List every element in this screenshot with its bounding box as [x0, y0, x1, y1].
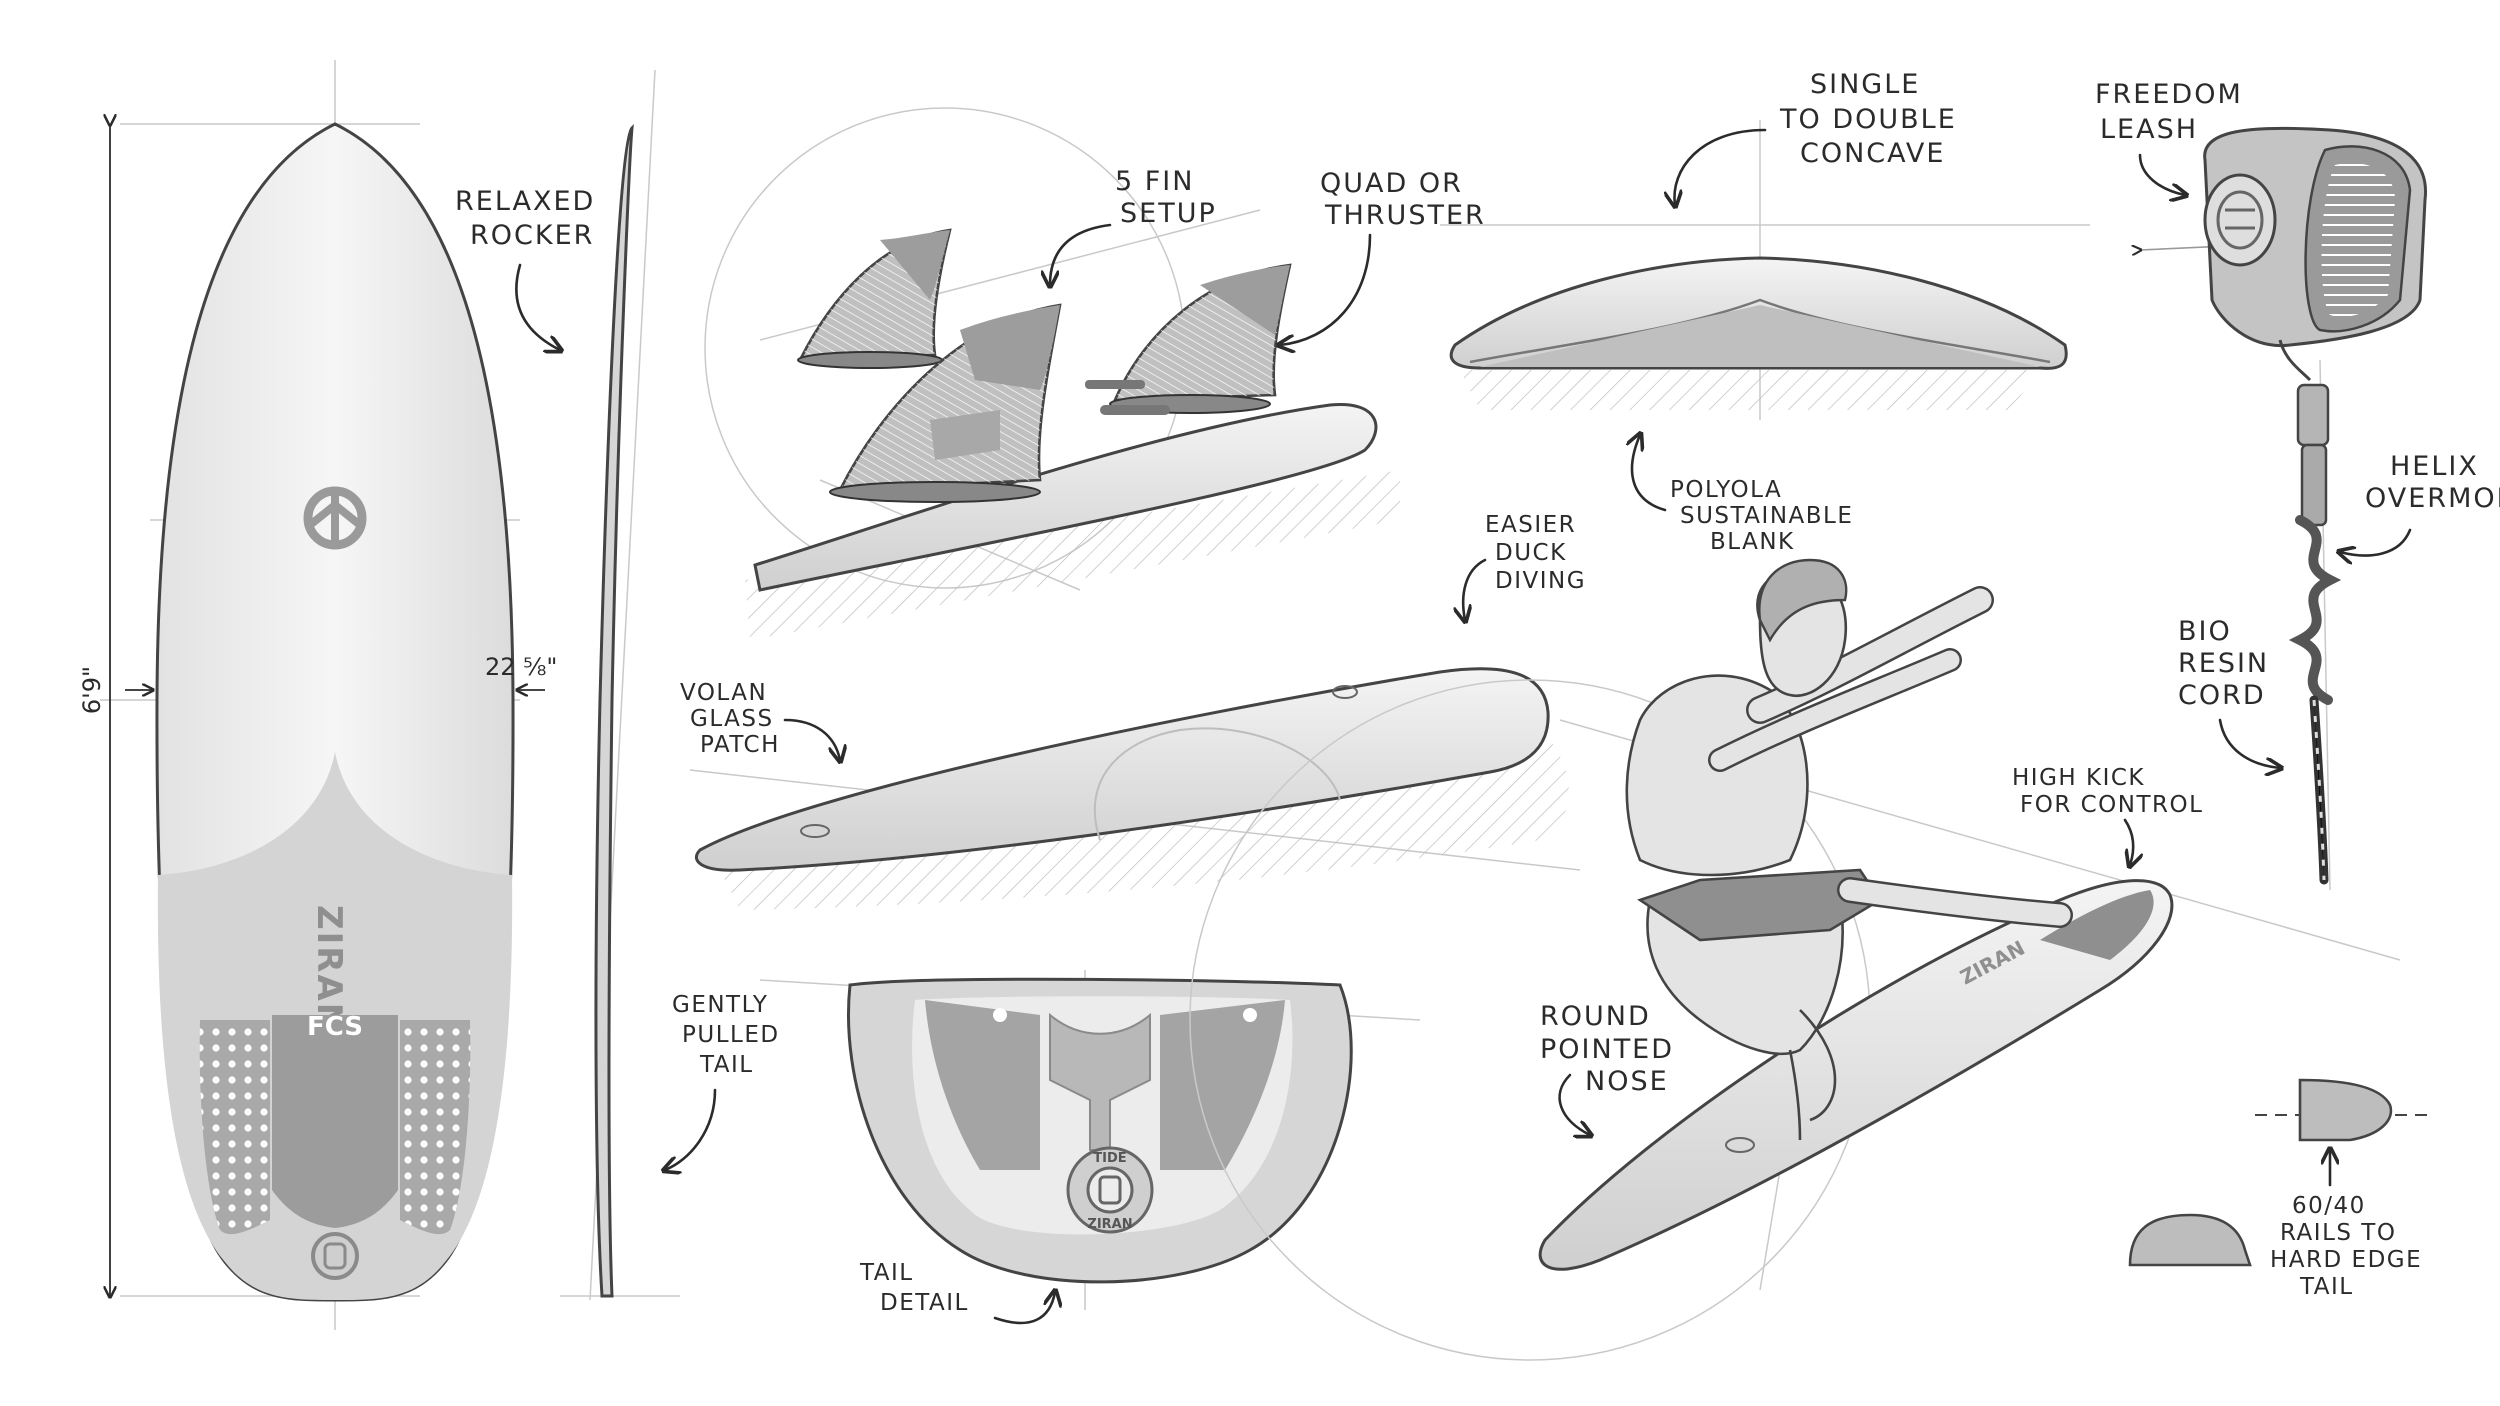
label-tail-detail: TAIL DETAIL: [859, 1260, 1055, 1325]
traction-pad: FCS: [199, 1012, 471, 1235]
label-duck-diving: EASIER DUCK DIVING: [1463, 512, 1586, 620]
label-polyola: POLYOLA SUSTAINABLE BLANK: [1632, 435, 1853, 555]
svg-text:TO DOUBLE: TO DOUBLE: [1779, 104, 1957, 135]
svg-text:FOR CONTROL: FOR CONTROL: [2020, 792, 2203, 818]
svg-text:60/40: 60/40: [2292, 1193, 2366, 1219]
fin-rear-left: [797, 228, 952, 369]
surfer-illustration: ZIRAN HIGH KICK FOR CONTROL ROUND POINTE…: [1189, 558, 2401, 1361]
wave-badge-icon: TIDE ZIRAN: [1066, 1146, 1154, 1234]
svg-text:NOSE: NOSE: [1585, 1066, 1669, 1097]
svg-text:BLANK: BLANK: [1710, 529, 1795, 555]
svg-text:EASIER: EASIER: [1485, 512, 1576, 538]
svg-text:QUAD OR: QUAD OR: [1320, 168, 1463, 199]
fin-setup-detail: 5 FIN SETUP QUAD OR THRUSTER: [704, 107, 1486, 640]
label-rails: 60/40 RAILS TO HARD EDGE TAIL: [2270, 1193, 2422, 1300]
ring-logo-icon: [311, 1232, 359, 1280]
svg-text:LEASH: LEASH: [2100, 114, 2198, 145]
board-brand-text: ZIRAN: [309, 905, 349, 1033]
fin-front-center: [829, 303, 1062, 503]
tail-detail: TIDE ZIRAN GENTLY PULLED TAIL TAIL DETAI…: [665, 970, 1421, 1325]
svg-text:TAIL: TAIL: [699, 1052, 754, 1078]
svg-text:OVERMOLD: OVERMOLD: [2365, 483, 2500, 514]
svg-text:GENTLY: GENTLY: [672, 992, 768, 1018]
label-concave: SINGLE TO DOUBLE CONCAVE: [1674, 69, 1957, 205]
svg-text:RELAXED: RELAXED: [455, 186, 595, 217]
svg-text:RESIN: RESIN: [2178, 648, 2269, 679]
three-arrow-logo-icon: [303, 486, 367, 550]
label-helix: HELIX OVERMOLD: [2340, 451, 2500, 556]
length-dimension: 6'9": [78, 666, 106, 714]
fin-brand-text: FCS: [307, 1012, 363, 1042]
label-gently-pulled: GENTLY PULLED TAIL: [665, 992, 780, 1170]
svg-text:ROCKER: ROCKER: [470, 220, 594, 251]
label-five-fin: 5 FIN SETUP: [1050, 166, 1217, 285]
board-top-view: ZIRAN FCS 6'9" 22 ⅝": [78, 60, 557, 1330]
svg-text:DUCK: DUCK: [1495, 540, 1567, 566]
board-perspective: EASIER DUCK DIVING VOLAN GLASS PATCH: [680, 512, 1586, 910]
svg-text:RAILS TO: RAILS TO: [2280, 1220, 2396, 1246]
width-dimension: 22 ⅝": [485, 653, 557, 681]
surfer-figure: [1625, 558, 2073, 1141]
svg-text:HIGH KICK: HIGH KICK: [2012, 765, 2145, 791]
svg-text:GLASS: GLASS: [690, 706, 774, 732]
svg-text:VOLAN: VOLAN: [680, 680, 767, 706]
svg-text:HELIX: HELIX: [2390, 451, 2479, 482]
badge-bottom-text: ZIRAN: [1087, 1217, 1132, 1232]
svg-text:POINTED: POINTED: [1540, 1034, 1674, 1065]
svg-text:POLYOLA: POLYOLA: [1670, 477, 1782, 503]
svg-text:5 FIN: 5 FIN: [1115, 166, 1194, 197]
leash-cuff: [2203, 126, 2428, 382]
svg-text:PATCH: PATCH: [700, 732, 780, 758]
board-side-profile: RELAXED ROCKER: [455, 69, 680, 1301]
svg-text:CONCAVE: CONCAVE: [1800, 138, 1945, 169]
label-bio-resin: BIO RESIN CORD: [2178, 616, 2280, 768]
svg-text:HARD EDGE: HARD EDGE: [2270, 1247, 2422, 1273]
label-relaxed-rocker: RELAXED ROCKER: [455, 186, 595, 350]
svg-text:TAIL: TAIL: [859, 1260, 914, 1286]
badge-top-text: TIDE: [1093, 1151, 1126, 1166]
svg-text:TAIL: TAIL: [2299, 1274, 2354, 1300]
svg-text:BIO: BIO: [2178, 616, 2232, 647]
svg-text:THRUSTER: THRUSTER: [1324, 200, 1486, 231]
leash-cord: [2288, 383, 2342, 885]
svg-text:PULLED: PULLED: [682, 1022, 780, 1048]
label-quad-thruster: QUAD OR THRUSTER: [1280, 168, 1486, 345]
svg-text:SUSTAINABLE: SUSTAINABLE: [1680, 503, 1853, 529]
surf-board-action: ZIRAN: [1538, 879, 2174, 1271]
label-freedom-leash: FREEDOM LEASH: [2095, 79, 2243, 195]
leash-detail: FREEDOM LEASH HELIX OVERMOLD BIO RESIN C…: [2095, 79, 2500, 891]
fin-rear-right: [1109, 263, 1292, 414]
svg-text:FREEDOM: FREEDOM: [2095, 79, 2243, 110]
label-volan: VOLAN GLASS PATCH: [680, 680, 840, 760]
svg-text:CORD: CORD: [2178, 680, 2266, 711]
svg-text:DETAIL: DETAIL: [880, 1290, 969, 1316]
label-high-kick: HIGH KICK FOR CONTROL: [2012, 765, 2203, 865]
concave-detail: SINGLE TO DOUBLE CONCAVE POLYOLA SUSTAIN…: [1440, 69, 2090, 555]
label-round-nose: ROUND POINTED NOSE: [1540, 1001, 1674, 1135]
rails-detail: 60/40 RAILS TO HARD EDGE TAIL: [2128, 1078, 2430, 1300]
svg-text:SINGLE: SINGLE: [1810, 69, 1920, 100]
svg-text:ROUND: ROUND: [1540, 1001, 1651, 1032]
cuff-badge-icon: [2203, 173, 2277, 267]
svg-text:DIVING: DIVING: [1495, 568, 1586, 594]
svg-text:SETUP: SETUP: [1120, 198, 1217, 229]
